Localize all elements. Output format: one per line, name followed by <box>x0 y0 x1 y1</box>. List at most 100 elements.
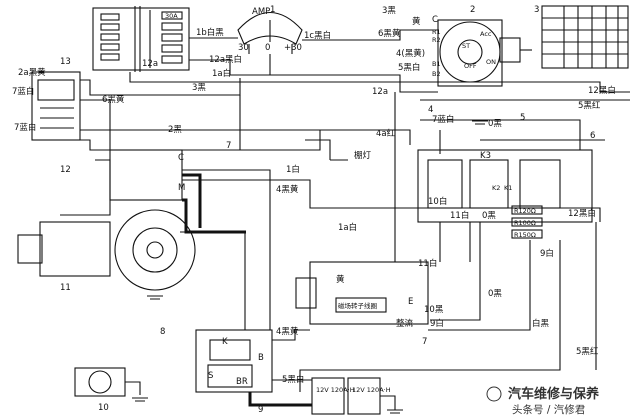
num-11: 11 <box>60 283 71 293</box>
wire-5bk-wh2: 5黑白 <box>282 374 304 385</box>
wire-2black: 2黑 <box>168 125 182 135</box>
num-8: 8 <box>160 327 165 337</box>
label-bat1: 12V 120A·H <box>316 386 355 394</box>
watermark: 汽车维修与保养 头条号 / 汽修君 <box>486 386 600 416</box>
wire-yel: 黄 <box>412 16 421 27</box>
wire-5bk-red: 5黑红 <box>578 100 601 111</box>
starter-motor <box>114 209 196 291</box>
wire-0black2: 0黑 <box>482 211 496 221</box>
wire-4bk-yel3: 4黑黄 <box>276 326 299 337</box>
starter-relay <box>109 149 183 201</box>
label-bat2: 12V 120A·H <box>352 386 391 394</box>
label-off: OFF <box>464 62 477 70</box>
label-c: C <box>432 15 438 25</box>
label-st: ST <box>462 42 470 50</box>
wire-12a-bk-wh: 12a黑白 <box>209 54 242 65</box>
wire-1b: 1b白黑 <box>196 27 224 38</box>
wire-4bk-yel2: 4黑黄 <box>276 184 299 195</box>
label-r120: R120Ω <box>514 207 536 215</box>
wire-5bk-red2: 5黑红 <box>576 346 599 357</box>
num-1: 1 <box>270 5 275 15</box>
wire-11wh2: 11白 <box>418 258 437 269</box>
wire-7blue-wh3: 7蓝白 <box>432 114 454 125</box>
wire-3black: 3黑 <box>382 6 396 16</box>
wire-7blue-wh2: 7蓝白 <box>14 122 36 133</box>
num-7: 7 <box>422 337 427 347</box>
switch-table <box>541 5 629 69</box>
wire-6bk-yel: 6黑黄 <box>378 28 401 39</box>
wire-1wh: 1白 <box>286 164 300 175</box>
label-m30: 30 <box>238 43 249 53</box>
watermark-line1: 汽车维修与保养 <box>508 386 600 402</box>
label-r100: R100Ω <box>514 219 536 227</box>
label-r150: R150Ω <box>514 231 536 239</box>
wire-1a-wh2: 1a白 <box>338 222 357 233</box>
label-m: M <box>178 183 185 193</box>
label-fuse: 30A <box>165 12 178 20</box>
wire-2a-bk-yel: 2a黑黄 <box>18 67 46 78</box>
battery-2 <box>347 377 381 415</box>
label-c2: C <box>178 153 184 163</box>
watermark-icon <box>486 386 502 402</box>
wire-12bk-wh2: 12黑白 <box>568 208 596 219</box>
wire-12a: 12a <box>142 59 158 69</box>
label-k2: K2 <box>492 184 500 192</box>
wire-4bk-yel: 4(黑黄) <box>396 48 425 59</box>
battery-1 <box>311 377 345 415</box>
wire-12a-1: 12a <box>372 87 388 97</box>
gen-text: 磁场转子线圈 <box>338 301 377 310</box>
generator-7 <box>309 261 429 325</box>
num-9: 9 <box>258 405 263 415</box>
wire-11wh: 11白 <box>450 210 469 221</box>
label-k3: K3 <box>480 151 491 161</box>
wire-0black3: 0黑 <box>488 289 502 299</box>
label-b1: B1 <box>432 60 441 68</box>
num-4: 4 <box>428 105 433 115</box>
watermark-line2: 头条号 / 汽修君 <box>512 403 585 416</box>
wire-10wh: 10白 <box>428 196 447 207</box>
label-k: K <box>222 337 228 347</box>
wire-6bk-yel2: 6黑黄 <box>102 94 125 105</box>
label-b: B <box>258 353 264 363</box>
wire-1c: 1c黑白 <box>304 30 331 41</box>
wire-1a-wh: 1a白 <box>212 68 231 79</box>
gen-diode: 整流 <box>396 318 414 329</box>
num-12: 12 <box>60 165 71 175</box>
gen-yel: 黄 <box>336 274 345 285</box>
wire-12-bk-wh: 12黑白 <box>588 85 616 96</box>
label-on: ON <box>486 58 496 66</box>
ammeter <box>237 11 303 45</box>
battery-relay <box>195 329 273 393</box>
fuse-box <box>92 7 190 71</box>
label-p30: +30 <box>284 43 302 53</box>
wire-0black: 0黑 <box>488 119 502 129</box>
wire-3black2: 3黑 <box>192 83 206 93</box>
label-s: S <box>208 371 213 381</box>
label-acc: Acc <box>480 30 492 38</box>
label-br: BR <box>236 377 248 387</box>
label-amp: AMP <box>252 7 270 17</box>
num-13: 13 <box>60 57 71 67</box>
label-r2: R2 <box>432 36 441 44</box>
wire-4a-red: 4a红 <box>376 128 396 139</box>
regulator-6 <box>417 149 593 223</box>
label-b2: B2 <box>432 70 441 78</box>
wire-7: 7 <box>226 141 231 151</box>
wire-7blue-wh: 7蓝白 <box>12 86 34 97</box>
num-10: 10 <box>98 403 109 413</box>
label-lamp: 棚灯 <box>354 150 372 161</box>
gen-e: E <box>408 297 413 307</box>
label-zero: 0 <box>265 43 270 53</box>
wire-9wh2: 9白 <box>430 318 444 329</box>
num-6: 6 <box>590 131 595 141</box>
wire-wh-black: 白黑 <box>532 318 550 329</box>
relay-13 <box>31 71 81 141</box>
wire-5bk-wh: 5黑白 <box>398 62 420 73</box>
wire-9wh: 9白 <box>540 248 554 259</box>
horn-10 <box>74 367 126 397</box>
num-5: 5 <box>520 113 525 123</box>
label-k1: K1 <box>504 184 512 192</box>
num-3: 3 <box>534 5 539 15</box>
